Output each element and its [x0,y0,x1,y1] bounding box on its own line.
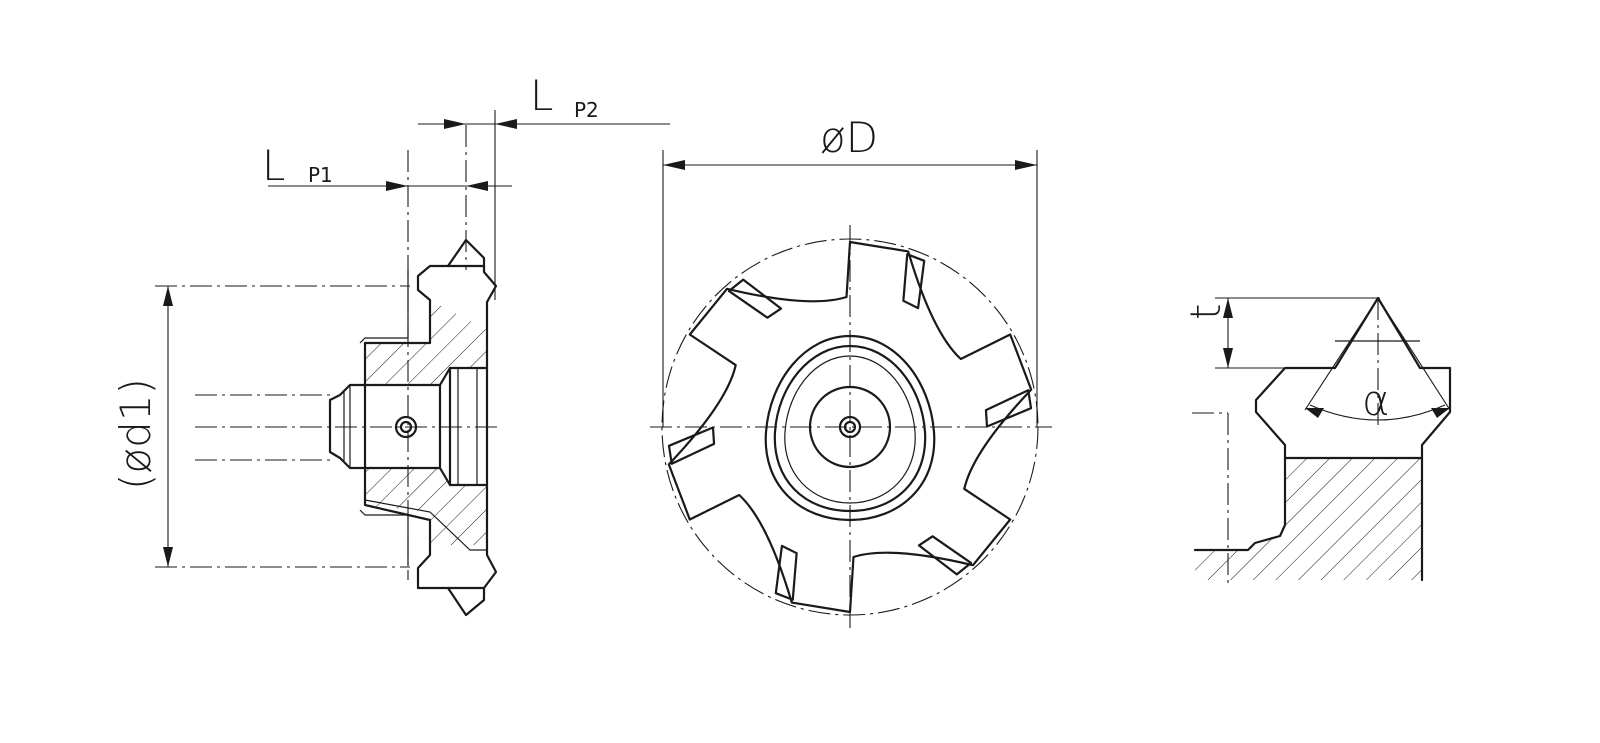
cutting-insert [667,426,716,465]
cutter-flutes [667,240,1033,614]
d1-label: (ød1) [111,378,160,490]
hub-outer [764,334,936,522]
lp2-subscript: P2 [574,98,599,122]
cutting-insert [774,544,798,601]
center-hole-icon [843,420,857,434]
lp2-label: L [530,71,553,120]
cutter-body-outline [667,240,1033,614]
lp1-subscript: P1 [308,163,333,187]
depth-t-label: t [1181,304,1230,320]
diameter-D-label: øD [820,113,878,162]
profile-hatch [1195,458,1422,580]
section-hatch-lower [365,468,487,545]
section-view: L P1 L P2 (ød1) [111,71,670,617]
cutting-insert [917,535,973,576]
profile-detail: t α [1181,296,1452,585]
cutting-insert [984,389,1033,428]
section-hatch-upper [365,300,487,385]
lp1-label: L [262,141,285,190]
front-view: øD [650,113,1052,628]
cutting-insert [902,253,926,310]
cutting-insert [727,278,783,319]
angle-alpha-label: α [1362,376,1390,425]
